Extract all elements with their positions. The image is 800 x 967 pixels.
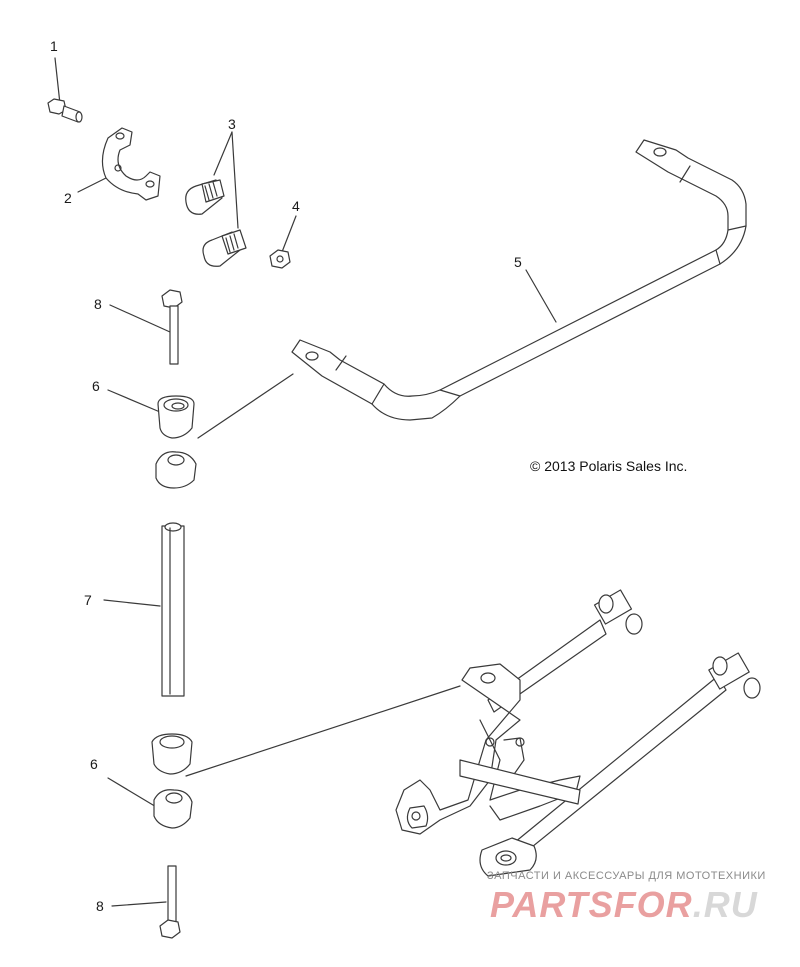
bushing-part-6-lower — [107, 733, 193, 829]
callout-8-top: 8 — [94, 296, 102, 312]
link-rod-part-7 — [103, 522, 185, 697]
callout-1: 1 — [50, 38, 58, 54]
callout-6-upper: 6 — [92, 378, 100, 394]
leader-line-bar-mount — [197, 373, 294, 439]
bushing-part-3 — [185, 131, 247, 267]
bolt-part-8-bottom — [111, 865, 181, 939]
callout-6-lower: 6 — [90, 756, 98, 772]
bushing-part-6-upper-lower-half — [155, 451, 197, 489]
callout-2: 2 — [64, 190, 72, 206]
callout-5: 5 — [514, 254, 522, 270]
bushing-part-6-upper — [107, 389, 195, 439]
copyright-notice: © 2013 Polaris Sales Inc. — [530, 458, 688, 474]
watermark-logo: PARTSFOR.RU — [490, 884, 758, 926]
callout-7: 7 — [84, 592, 92, 608]
control-arm — [395, 589, 761, 877]
stabilizer-bar-part-5 — [291, 139, 747, 421]
leader-line-arm-mount — [185, 685, 461, 777]
clamp-part-2 — [77, 127, 161, 201]
callout-4: 4 — [292, 198, 300, 214]
nut-part-4 — [269, 215, 297, 269]
watermark-logo-main: PARTSFOR — [490, 884, 693, 925]
callout-3: 3 — [228, 116, 236, 132]
callout-8-bottom: 8 — [96, 898, 104, 914]
watermark-logo-tld: .RU — [692, 884, 758, 925]
bolt-part-1 — [47, 57, 83, 123]
watermark-tagline: ЗАПЧАСТИ И АКСЕССУАРЫ ДЛЯ МОТОТЕХНИКИ — [487, 870, 766, 882]
bolt-part-8-top — [109, 289, 183, 365]
